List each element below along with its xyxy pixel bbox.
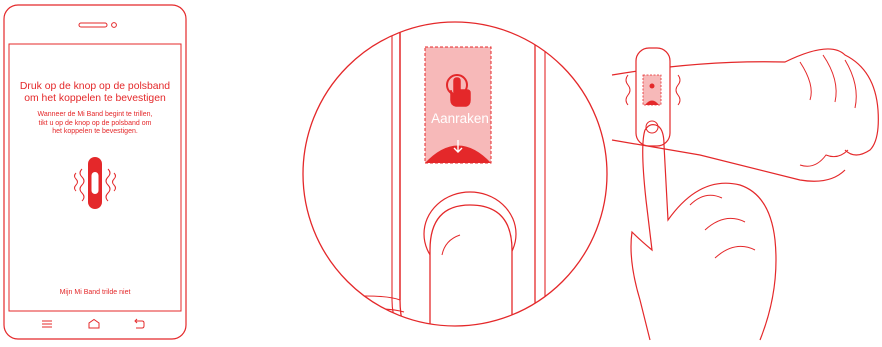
vibrating-band-icon: [70, 155, 120, 211]
home-icon[interactable]: [87, 318, 101, 330]
pairing-title: Druk op de knop op de polsband om het ko…: [9, 81, 181, 105]
pairing-title-line-2: om het koppelen te bevestigen: [9, 93, 181, 105]
phone-camera: [112, 23, 117, 28]
menu-icon[interactable]: [40, 319, 54, 329]
pairing-description-line-3: het koppelen te bevestigen.: [9, 128, 181, 137]
pairing-description-line-2: tikt u op de knop op de polsband om: [9, 120, 181, 129]
back-icon[interactable]: [132, 318, 146, 330]
touch-label: Aanraken: [425, 111, 495, 127]
pairing-description-line-1: Wanneer de Mi Band begint te trillen,: [9, 111, 181, 120]
band-did-not-vibrate-link[interactable]: Mijn Mi Band trilde niet: [9, 288, 181, 297]
pairing-title-line-1: Druk op de knop op de polsband: [9, 81, 181, 93]
zoomed-band-view: [300, 0, 612, 347]
pairing-description: Wanneer de Mi Band begint te trillen, ti…: [9, 111, 181, 137]
wrist-illustration: [600, 0, 882, 347]
phone-speaker: [79, 23, 107, 27]
pointing-hand: [645, 125, 776, 340]
